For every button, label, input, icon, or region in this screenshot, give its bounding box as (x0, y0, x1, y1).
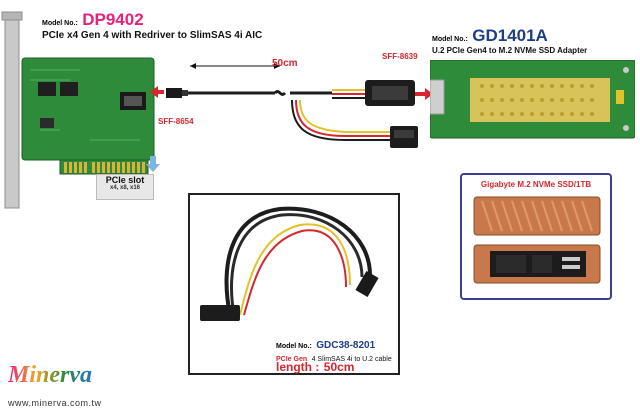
aic-card-image (1, 11, 160, 209)
brand-url: www.minerva.com.tw (8, 398, 102, 408)
adapter-model-line: Model No.: GD1401A (432, 26, 548, 46)
cable-model-line: Model No.: GDC38-8201 (276, 335, 375, 353)
pcie-slot-sub: x4, x8, x16 (109, 185, 141, 191)
cable-desc-line: PCIe Gen 4 SlimSAS 4i to U.2 cable (276, 348, 392, 366)
cable-box: Model No.: GDC38-8201 PCIe Gen 4 SlimSAS… (188, 193, 400, 375)
cable-model-prefix: Model No.: (276, 343, 312, 350)
aic-model-prefix: Model No.: (42, 20, 78, 27)
adapter-board-image (430, 60, 635, 139)
adapter-model-prefix: Model No.: (432, 36, 468, 43)
adapter-title: U.2 PCIe Gen4 to M.2 NVMe SSD Adapter (432, 46, 588, 55)
ssd-title: Gigabyte M.2 NVMe SSD/1TB (480, 180, 592, 189)
adapter-model-number: GD1401A (472, 26, 548, 45)
top-cable-connector-label: SFF-8639 (382, 52, 418, 61)
top-cable-image (150, 63, 418, 148)
cable-model-number: GDC38-8201 (316, 340, 376, 351)
ssd-box: Gigabyte M.2 NVMe SSD/1TB (460, 173, 612, 300)
aic-title: PCIe x4 Gen 4 with Redriver to SlimSAS 4… (42, 30, 263, 41)
aic-connector-label: SFF-8654 (158, 117, 194, 126)
top-cable-length: 50cm (272, 58, 298, 69)
pcie-slot-tag: PCIe slot x4, x8, x16 (96, 174, 154, 200)
brand-logo: Minerva (8, 362, 92, 389)
cable-desc: 4 SlimSAS 4i to U.2 cable (311, 356, 392, 363)
cable-length-label: length : (276, 360, 320, 374)
arrow-to-adapter-icon (415, 88, 433, 100)
aic-model-number: DP9402 (82, 10, 144, 29)
cable-length-value: 50cm (323, 360, 355, 374)
cable-desc-red: PCIe Gen (276, 356, 308, 363)
ssd-heatsink-image (473, 196, 601, 284)
cable-image (200, 206, 379, 321)
cable-length-line: length : 50cm (276, 358, 354, 376)
brand-logo-text: Minerva (8, 362, 92, 388)
aic-model-line: Model No.: DP9402 (42, 10, 144, 30)
pcie-slot-title: PCIe slot (105, 175, 145, 185)
